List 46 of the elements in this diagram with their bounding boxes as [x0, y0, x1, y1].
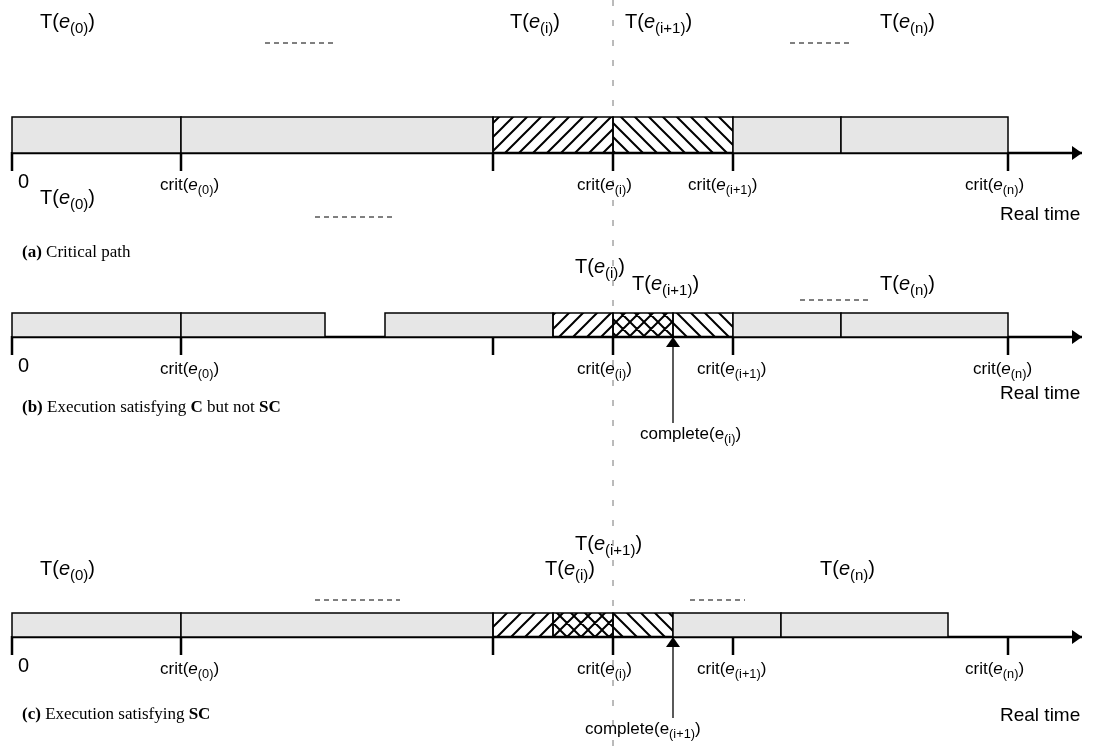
crit-label: crit(e$_{(i+1)}$): [697, 660, 767, 679]
time-bar: [780, 612, 949, 638]
time-bar: [11, 312, 182, 338]
panel-caption: (a) Critical path: [22, 243, 131, 262]
crit-label: crit(e$_{(i)}$): [577, 660, 632, 679]
time-bar: [180, 612, 494, 638]
origin-label: 0: [18, 170, 30, 192]
axis-label: Real time: [1000, 383, 1081, 404]
crit-label: crit(e$_{(i)}$): [577, 360, 632, 379]
origin-label: 0: [18, 354, 30, 376]
hatched-bar: [492, 612, 554, 638]
cross-hatched-bar: [612, 312, 674, 338]
annotation-label: complete(e$_{(i)}$): [640, 425, 742, 444]
hatched-bar: [672, 312, 734, 338]
time-bar: [732, 116, 842, 154]
axis-label: Real time: [1000, 705, 1081, 726]
hatched-bar: [492, 116, 614, 154]
crit-label: crit(e$_{(0)}$): [160, 360, 220, 379]
panel-caption: (c) Execution satisfying SC: [22, 705, 211, 724]
crit-label: crit(e$_{(n)}$): [965, 176, 1025, 195]
crit-label: crit(e$_{(i+1)}$): [688, 176, 758, 195]
time-bar: [180, 116, 494, 154]
time-bar: [840, 116, 1009, 154]
time-bar: [672, 612, 782, 638]
cross-hatched-bar: [552, 612, 614, 638]
hatched-bar: [612, 612, 674, 638]
time-bar: [11, 116, 182, 154]
annotation-label: complete(e$_{(i+1)}$): [585, 720, 701, 739]
time-bar: [732, 312, 842, 338]
crit-label: crit(e$_{(i)}$): [577, 176, 632, 195]
time-bar: [840, 312, 1009, 338]
hatched-bar: [612, 116, 734, 154]
panel-caption: (b) Execution satisfying C but not SC: [22, 398, 281, 417]
axis-label: Real time: [1000, 204, 1081, 225]
origin-label: 0: [18, 654, 30, 676]
crit-label: crit(e$_{(i+1)}$): [697, 360, 767, 379]
crit-label: crit(e$_{(n)}$): [973, 360, 1033, 379]
crit-label: crit(e$_{(n)}$): [965, 660, 1025, 679]
crit-label: crit(e$_{(0)}$): [160, 660, 220, 679]
hatched-bar: [552, 312, 614, 338]
time-bar: [384, 312, 554, 338]
time-bar: [11, 612, 182, 638]
crit-label: crit(e$_{(0)}$): [160, 176, 220, 195]
time-bar: [180, 312, 326, 338]
leader-arrow: [666, 336, 680, 424]
leader-arrow: [666, 636, 680, 719]
